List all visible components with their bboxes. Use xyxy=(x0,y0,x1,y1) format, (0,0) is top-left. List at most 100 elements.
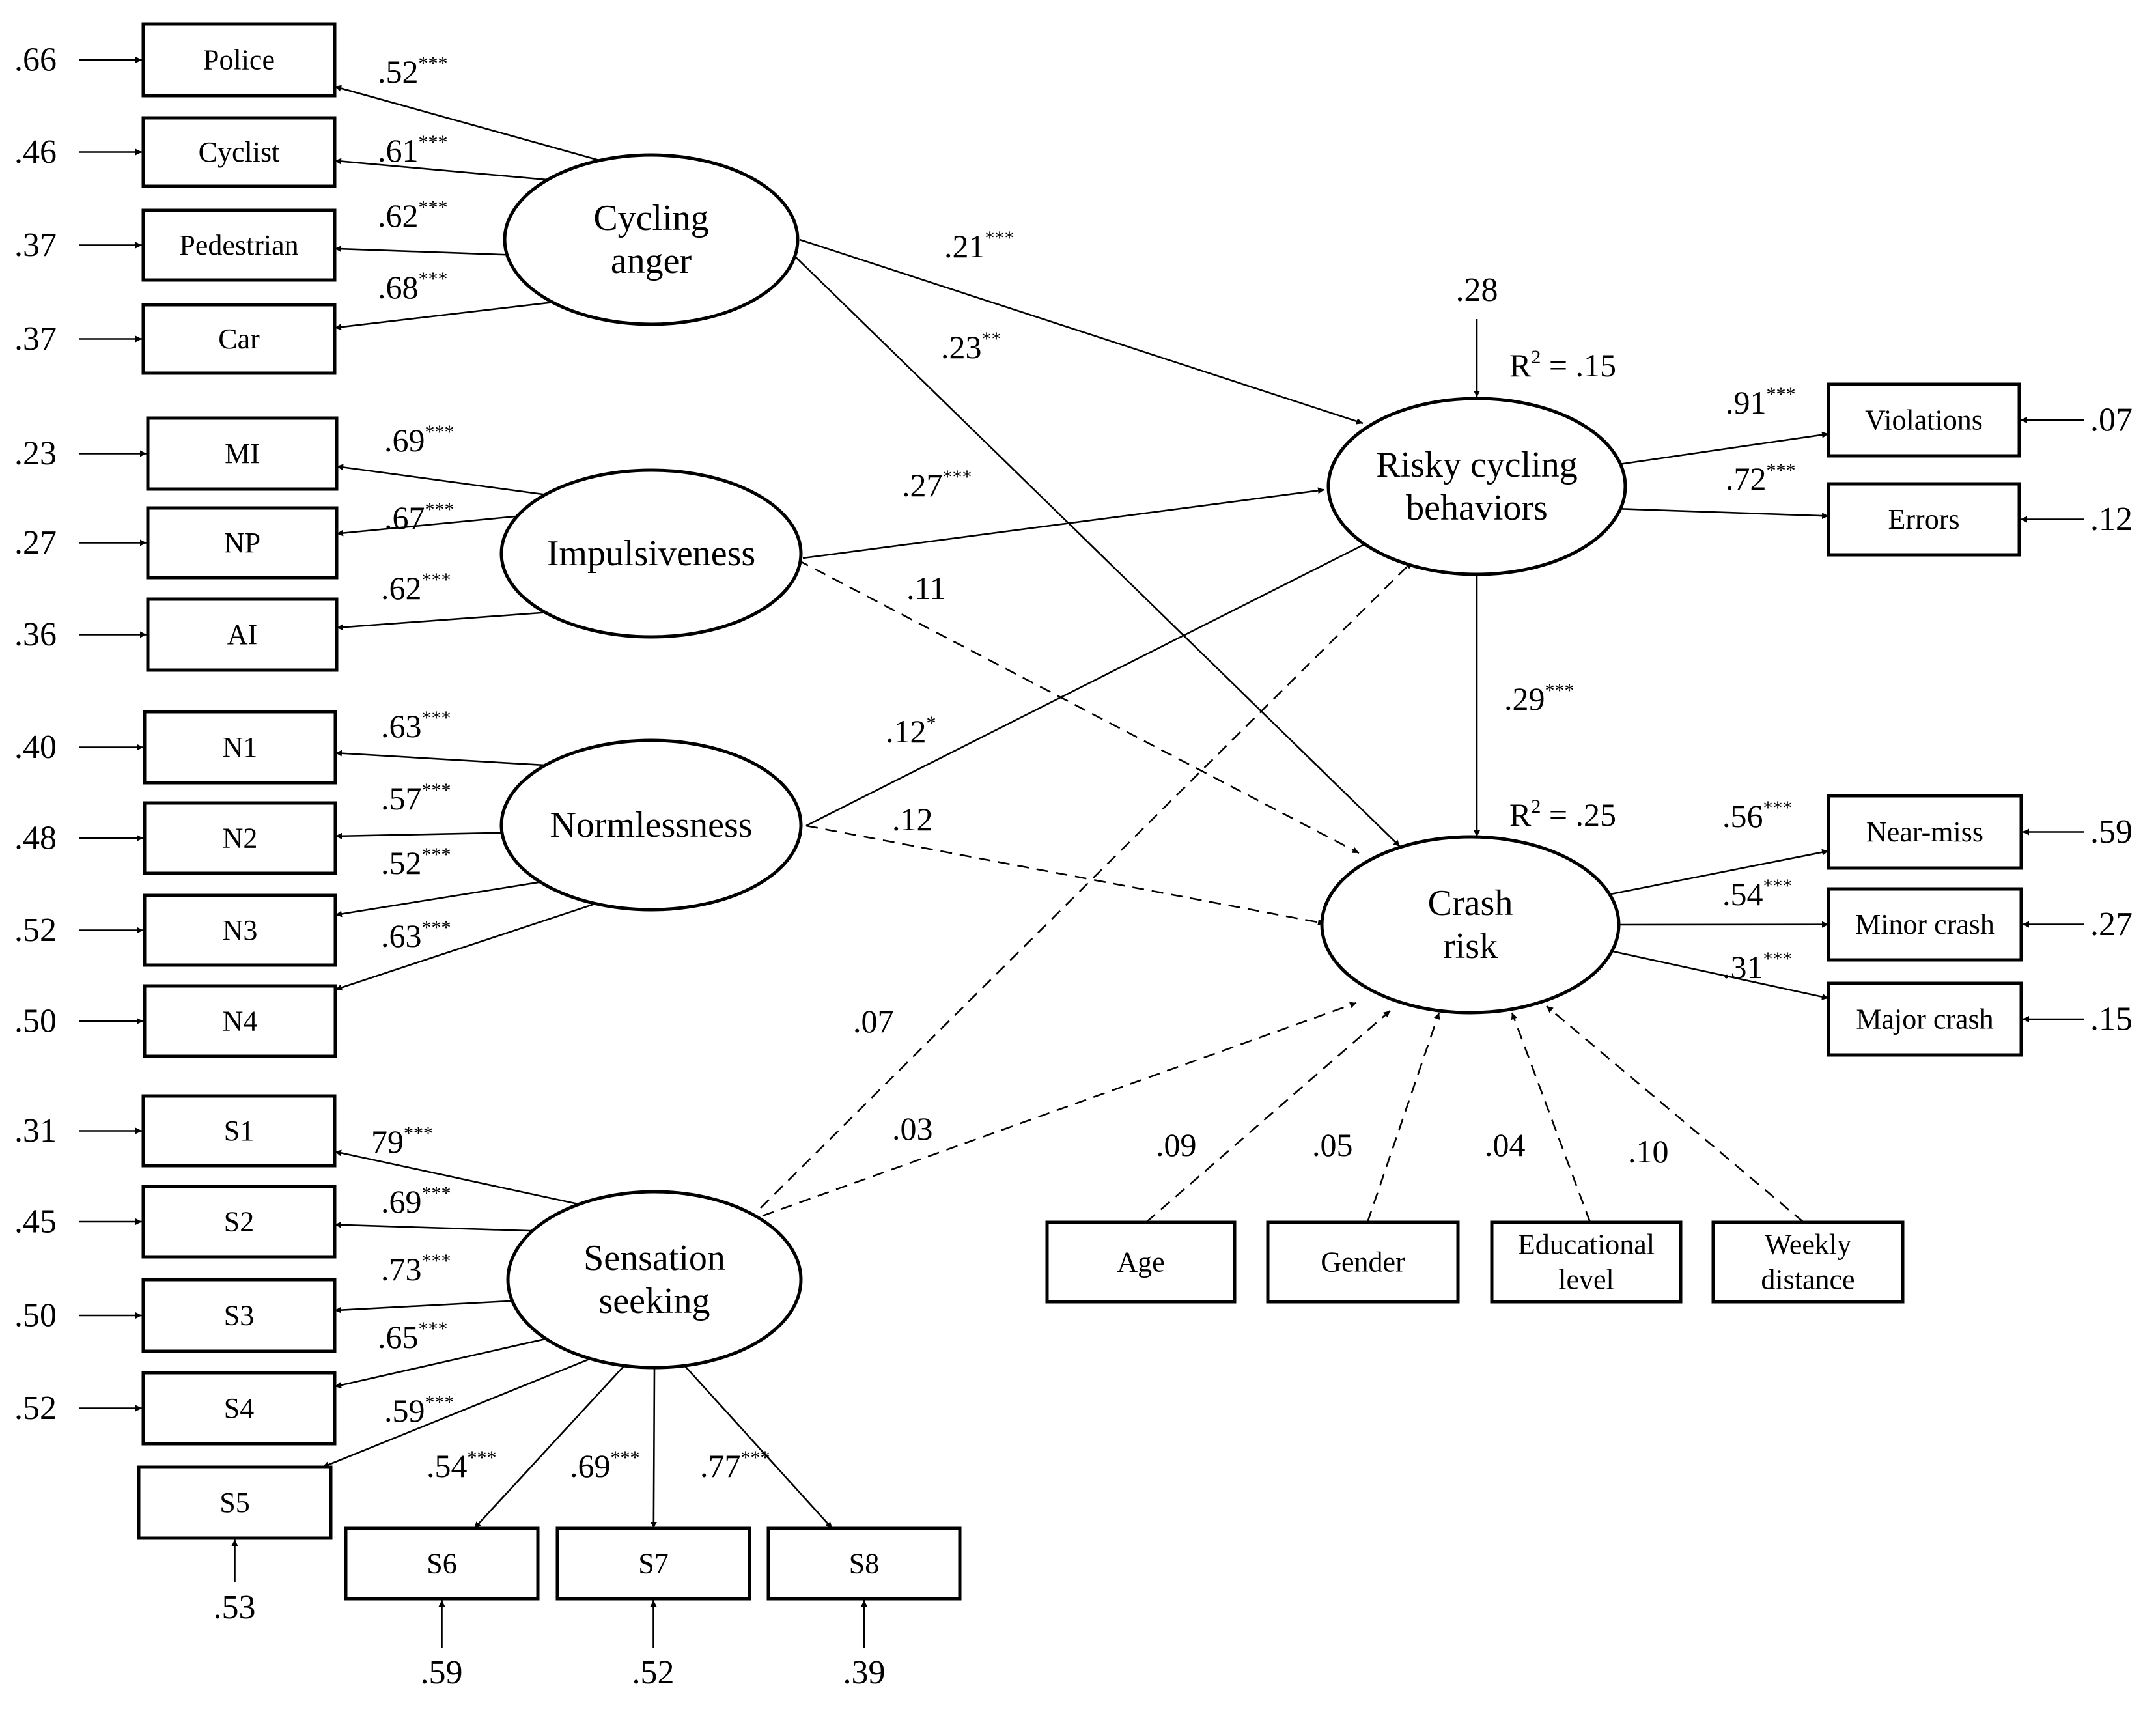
path-coef-sens-risky: .07 xyxy=(853,1003,894,1039)
path-arrow-anger-risky xyxy=(799,238,1364,425)
path-coef-impuls-risky: .27*** xyxy=(902,466,972,503)
path-arrow-sens-crash xyxy=(762,1002,1357,1217)
error-s2: .45 xyxy=(14,1203,57,1241)
path-coef-anger-risky-value: .21 xyxy=(944,228,985,264)
latent-ellipse xyxy=(499,468,803,639)
indicator-label: Violations xyxy=(1865,404,1983,436)
loading-s3-value: .73 xyxy=(381,1251,422,1287)
loading-s4-value: .65 xyxy=(378,1319,419,1355)
covariate-coef-age: .09 xyxy=(1156,1127,1197,1163)
indicator-nearmiss: Near-miss xyxy=(1827,794,2023,870)
latent-label: behaviors xyxy=(1406,488,1548,528)
indicator-np: NP xyxy=(146,506,339,580)
indicator-box xyxy=(344,1526,540,1601)
loading-pedestrian: .62*** xyxy=(378,197,448,234)
error-s6: .59 xyxy=(421,1654,463,1691)
latent-label: Sensation xyxy=(583,1238,725,1278)
indicator-box xyxy=(141,22,337,98)
error-mi: .23 xyxy=(14,435,57,472)
loading-cyclist: .61*** xyxy=(378,132,448,169)
covariate-label: distance xyxy=(1761,1264,1855,1296)
structural-paths xyxy=(760,238,1804,1223)
path-coef-impuls-crash: .11 xyxy=(906,570,946,606)
path-coef-norm-risky: .12* xyxy=(886,712,936,750)
error-pedestrian: .37 xyxy=(14,227,57,264)
indicator-cyclist: Cyclist xyxy=(141,116,337,188)
loading-nearmiss-significance: *** xyxy=(1763,797,1793,819)
loading-arrow-s3 xyxy=(334,1300,512,1314)
loading-arrow-violations xyxy=(1620,431,1829,465)
loading-s1-value: 79 xyxy=(371,1123,404,1160)
loading-violations-significance: *** xyxy=(1767,384,1796,405)
loading-arrow-s5 xyxy=(322,1358,591,1468)
path-coef-sens-risky-value: .07 xyxy=(853,1003,894,1039)
indicator-label: S3 xyxy=(224,1300,254,1332)
covariate-coef-weekly: .10 xyxy=(1628,1133,1669,1170)
indicator-label: Pedestrian xyxy=(179,229,298,261)
error-s7: .52 xyxy=(632,1654,675,1691)
indicator-car: Car xyxy=(141,303,337,375)
loading-s7-value: .69 xyxy=(570,1448,611,1484)
error-s8: .39 xyxy=(843,1654,886,1691)
loading-arrow-mi xyxy=(336,464,546,496)
indicator-label: NP xyxy=(224,527,260,559)
latent-label: anger xyxy=(611,241,692,281)
loading-n3: .52*** xyxy=(381,844,451,881)
error-errors: .12 xyxy=(2090,501,2133,538)
indicator-box xyxy=(143,984,337,1058)
loading-np-value: .67 xyxy=(384,499,425,536)
loading-arrow-n1 xyxy=(335,750,546,766)
latent-ellipse xyxy=(499,738,803,912)
r2-value: = .15 xyxy=(1541,347,1616,384)
indicator-box xyxy=(1827,482,2021,557)
loading-car-value: .68 xyxy=(378,269,419,305)
error-nearmiss: .59 xyxy=(2090,813,2133,850)
error-n4: .50 xyxy=(14,1003,57,1040)
loading-n2-value: .57 xyxy=(381,780,422,817)
covariate-arrow-edu xyxy=(1511,1012,1591,1223)
path-arrow-anger-crash xyxy=(789,251,1401,847)
indicator-box xyxy=(141,116,337,188)
path-coef-anger-crash-significance: ** xyxy=(982,328,1001,350)
loading-s4-significance: *** xyxy=(419,1318,448,1340)
loading-violations: .91*** xyxy=(1726,384,1796,421)
indicator-label: S2 xyxy=(224,1206,254,1238)
loading-major-value: .31 xyxy=(1722,949,1763,985)
indicator-box xyxy=(141,1094,337,1168)
indicator-box xyxy=(143,893,337,967)
r2-exponent: 2 xyxy=(1531,346,1541,368)
path-arrow-sens-risky xyxy=(760,561,1412,1209)
indicator-box xyxy=(141,208,337,282)
loading-major-significance: *** xyxy=(1763,948,1793,970)
loading-s3: .73*** xyxy=(381,1250,451,1287)
path-coef-risky-crash: .29*** xyxy=(1504,680,1575,717)
path-coef-sens-crash: .03 xyxy=(892,1110,933,1147)
loading-s2-significance: *** xyxy=(422,1183,451,1204)
path-coef-anger-risky-significance: *** xyxy=(985,227,1015,249)
indicator-major: Major crash xyxy=(1827,981,2023,1057)
covariate-label: level xyxy=(1558,1264,1614,1296)
loading-arrow-n4 xyxy=(335,903,596,991)
loading-arrow-s1 xyxy=(334,1149,580,1205)
covariate-coef-edu: .04 xyxy=(1485,1127,1526,1163)
loading-cyclist-value: .61 xyxy=(378,132,419,169)
indicator-n1: N1 xyxy=(143,710,337,785)
loading-arrow-n3 xyxy=(335,881,541,918)
indicator-mi: MI xyxy=(146,416,339,491)
loading-police-significance: *** xyxy=(419,53,448,74)
indicator-label: Minor crash xyxy=(1855,908,1995,940)
loading-n1: .63*** xyxy=(381,707,451,744)
indicator-s2: S2 xyxy=(141,1185,337,1259)
covariate-label: Gender xyxy=(1321,1246,1405,1278)
indicator-label: N1 xyxy=(223,731,258,763)
indicator-label: Police xyxy=(203,44,275,76)
loading-arrow-s4 xyxy=(334,1338,546,1388)
loading-s8: .77*** xyxy=(700,1447,770,1484)
indicator-box xyxy=(146,416,339,491)
